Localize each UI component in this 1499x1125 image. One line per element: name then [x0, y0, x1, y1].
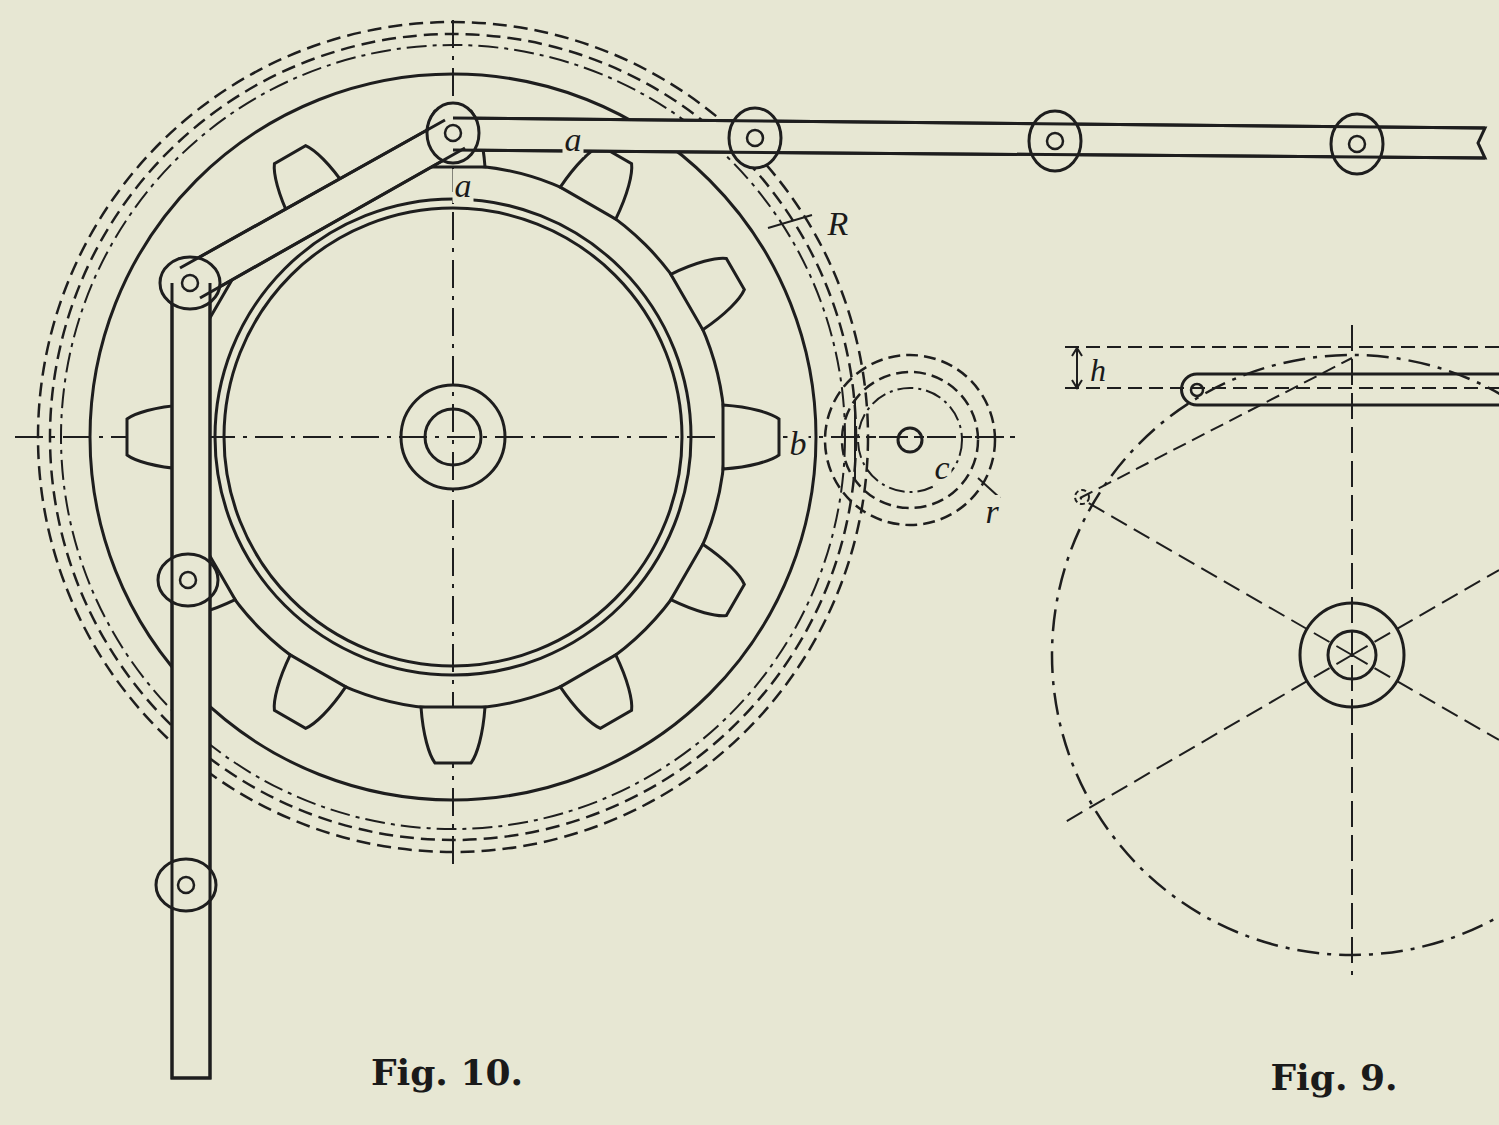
point-label: b — [788, 427, 809, 461]
figure-caption: Fig. 10. — [369, 1054, 525, 1090]
chain-link-label: a — [563, 123, 584, 157]
chain-link-label: a — [453, 169, 474, 203]
dimension-label: h — [1088, 354, 1108, 386]
fig10-chain — [156, 103, 1485, 1078]
radius-label: r — [983, 495, 1000, 529]
fig9-wheel — [1052, 325, 1499, 975]
figure-caption: Fig. 9. — [1268, 1059, 1399, 1095]
roller-label: c — [932, 451, 951, 485]
radius-label: R — [826, 207, 851, 241]
